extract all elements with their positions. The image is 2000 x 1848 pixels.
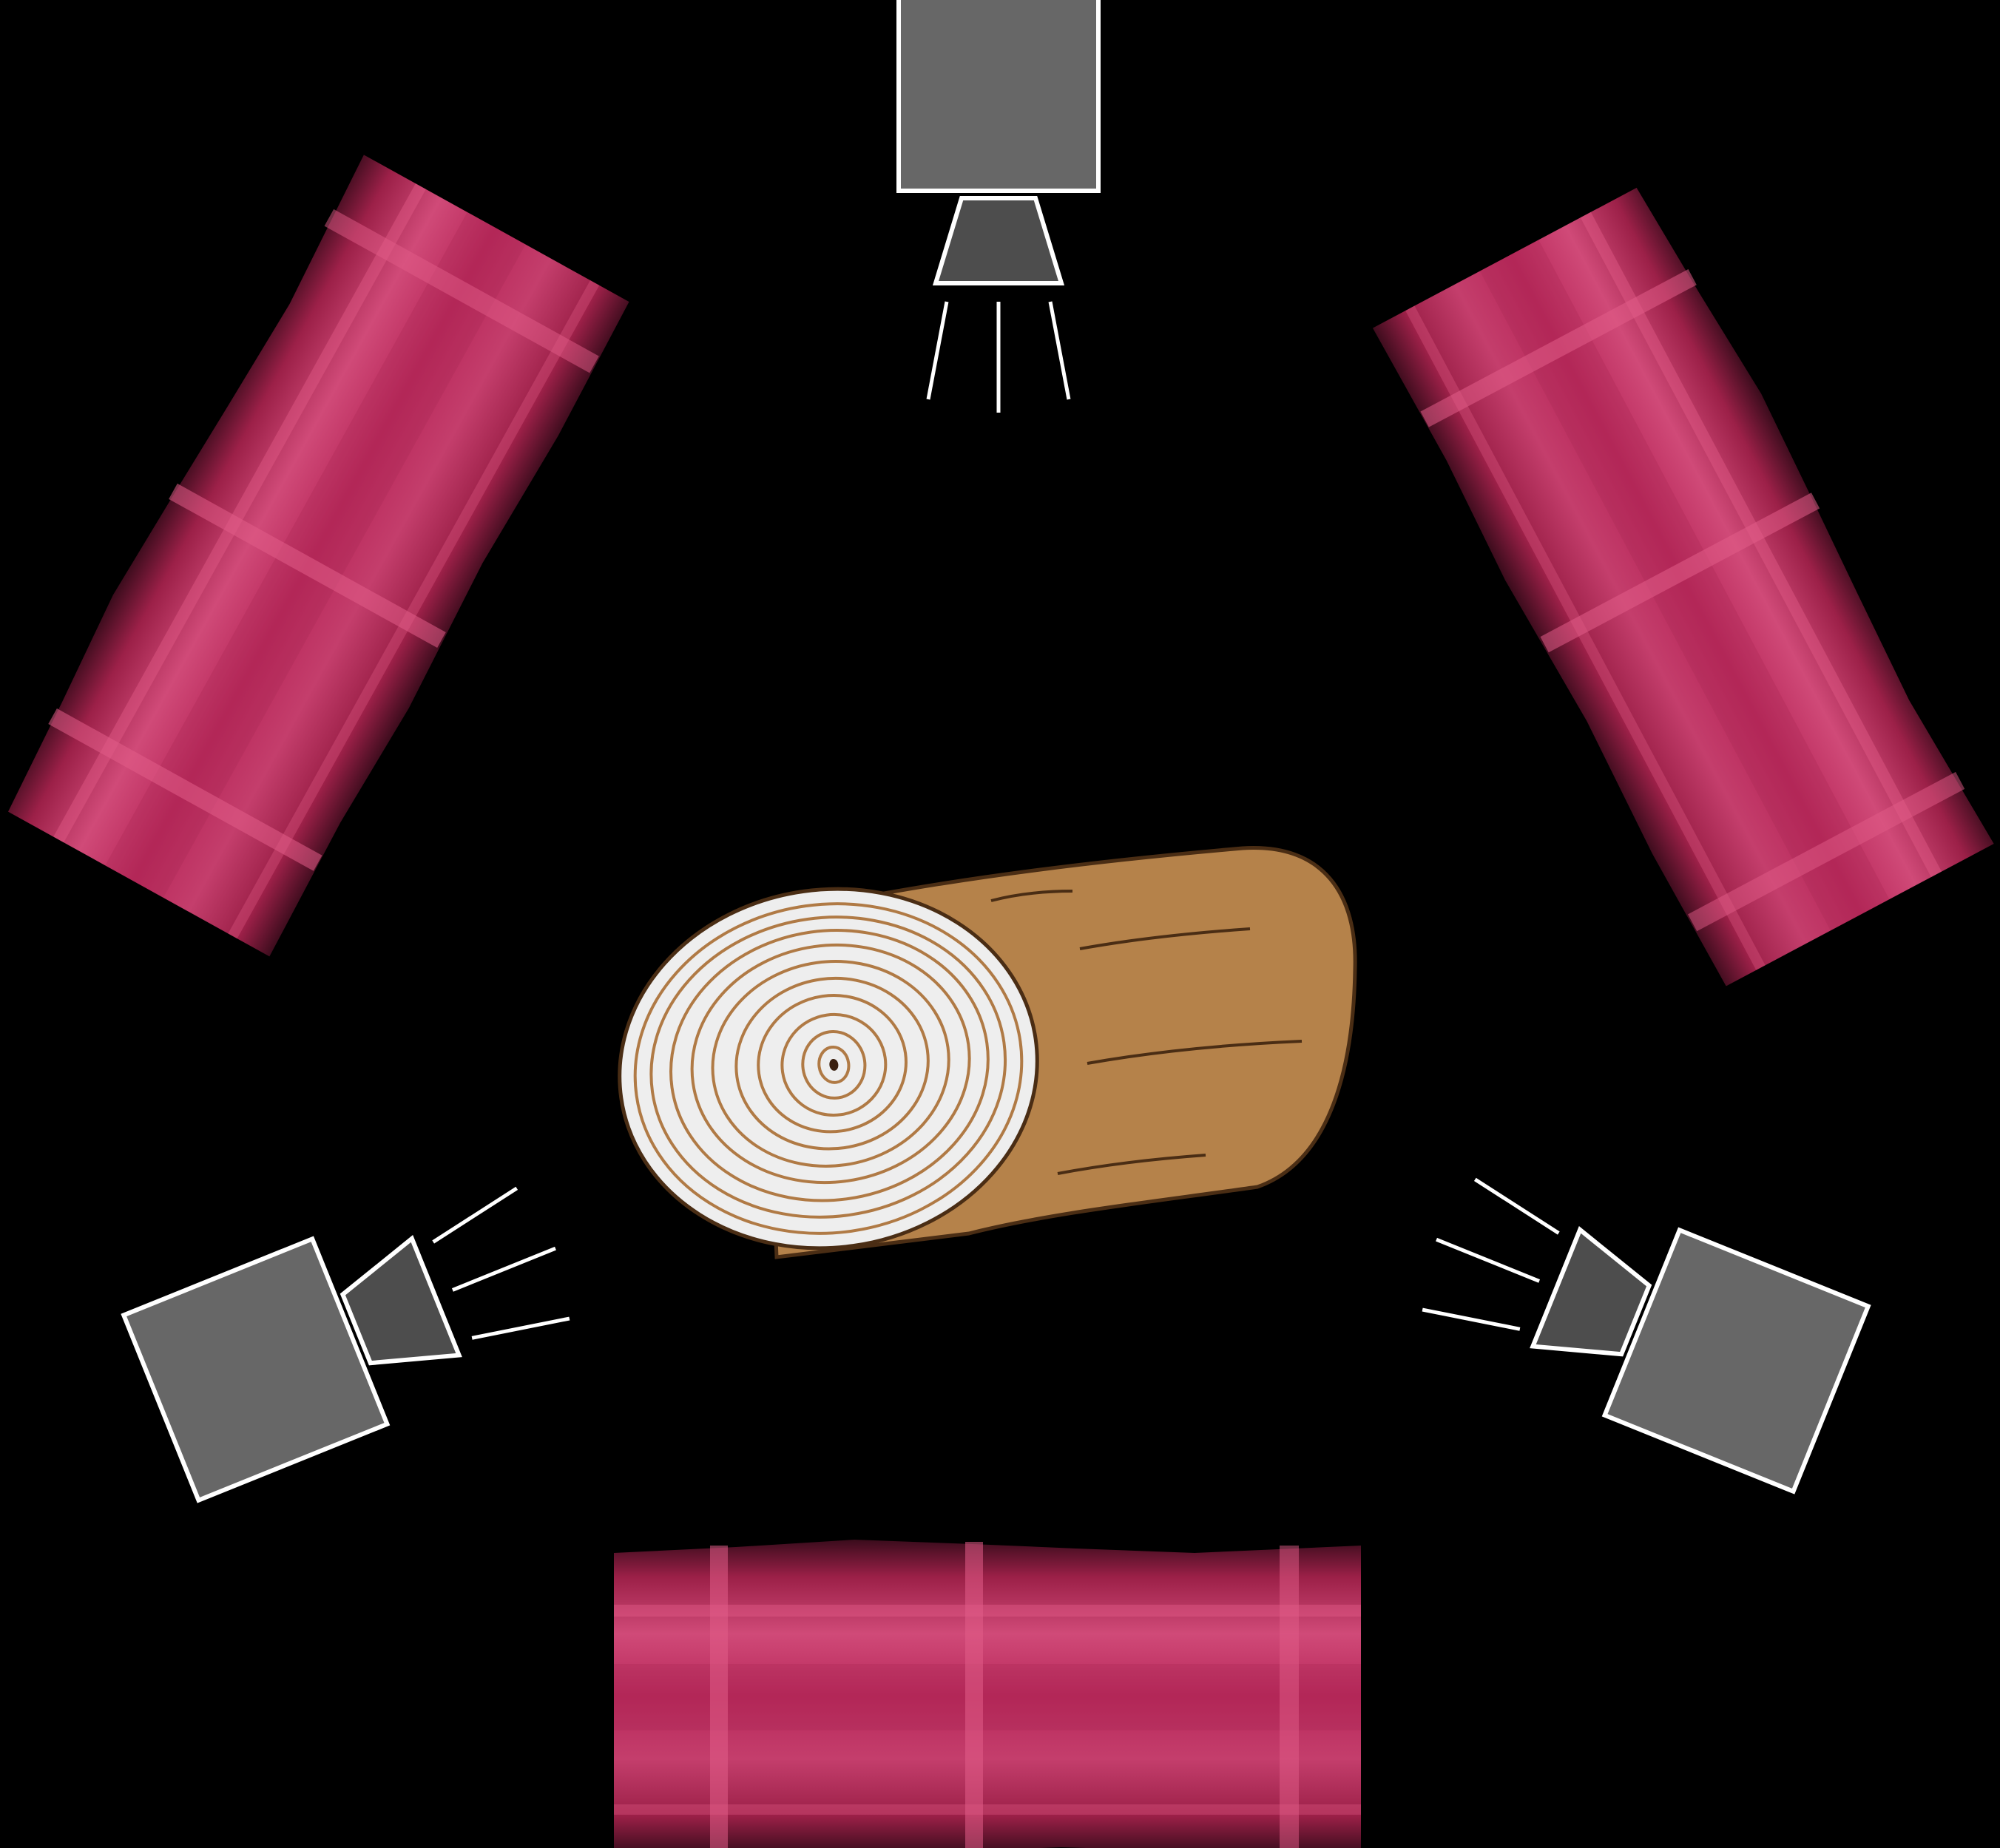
scan-image-bottom bbox=[614, 1540, 1361, 1848]
